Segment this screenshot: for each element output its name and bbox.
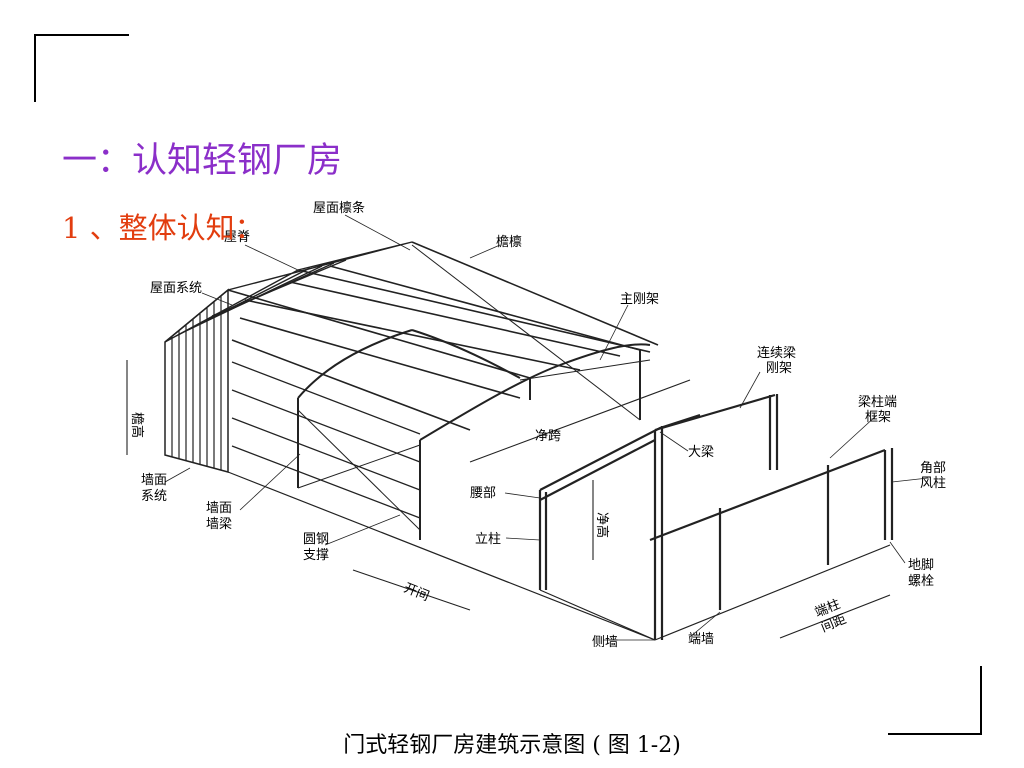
label-anchor-bolt-2: 螺栓 [908, 574, 934, 589]
label-rod-brace-1: 圆钢 [303, 532, 329, 547]
label-continuous-beam: 连续梁 [757, 345, 796, 361]
slide-subtitle: 1 、整体认知： [62, 211, 264, 245]
label-end-wall: 端墙 [688, 632, 714, 647]
label-eave-purlin: 檐檩 [496, 235, 522, 250]
diagram-structure [126, 214, 929, 641]
label-wall-girt-1: 墙面 [206, 501, 232, 516]
label-roof-system: 屋面系统 [150, 281, 202, 296]
wall-cladding [164, 288, 229, 473]
dimension-lines [126, 360, 891, 639]
rod-bracing [297, 244, 651, 531]
label-wall-girt-2: 墙梁 [206, 517, 232, 532]
roof-purlins [227, 241, 659, 431]
foreground-frame [538, 393, 894, 640]
label-haunch: 腰部 [470, 486, 496, 501]
label-clear-height: 净高 [594, 512, 610, 538]
slide-title: 一：认知轻钢厂房 [62, 141, 343, 181]
label-rigid-frame: 刚架 [766, 361, 792, 376]
corner-bracket-bottom-right [888, 733, 982, 735]
label-side-wall: 侧墙 [592, 635, 618, 650]
label-rod-brace-2: 支撑 [303, 548, 329, 563]
diagram-labels: 屋面檩条 屋脊 檐檩 屋面系统 主刚架 连续梁 刚架 梁柱端 框架 檐高 净跨 … [129, 200, 946, 650]
leader-lines [164, 214, 929, 641]
label-clear-span: 净跨 [535, 429, 561, 444]
label-roof-purlin: 屋面檩条 [313, 200, 365, 216]
corner-bracket-top-left [34, 34, 129, 36]
label-wall-system-1: 墙面 [141, 473, 167, 488]
label-corner-1: 角部 [920, 461, 946, 476]
label-beam-column-end-2: 框架 [865, 410, 891, 425]
corner-bracket-top-left-vertical [34, 34, 36, 102]
wall-girts [231, 361, 421, 519]
label-column: 立柱 [475, 532, 501, 547]
figure-caption: 门式轻钢厂房建筑示意图 ( 图 1-2) [343, 733, 681, 758]
label-corner-2: 风柱 [920, 476, 946, 491]
label-bay-spacing: 开间 [402, 581, 432, 605]
label-main-rigid-frame: 主刚架 [620, 292, 659, 307]
label-eave-height: 檐高 [129, 412, 145, 438]
ground-lines [227, 471, 891, 641]
label-anchor-bolt-1: 地脚 [908, 557, 934, 573]
label-main-beam: 大梁 [688, 445, 714, 460]
label-ridge: 屋脊 [224, 230, 250, 245]
label-wall-system-2: 系统 [141, 489, 167, 504]
label-beam-column-end-1: 梁柱端 [858, 395, 897, 410]
corner-bracket-bottom-right-vertical [980, 666, 982, 734]
